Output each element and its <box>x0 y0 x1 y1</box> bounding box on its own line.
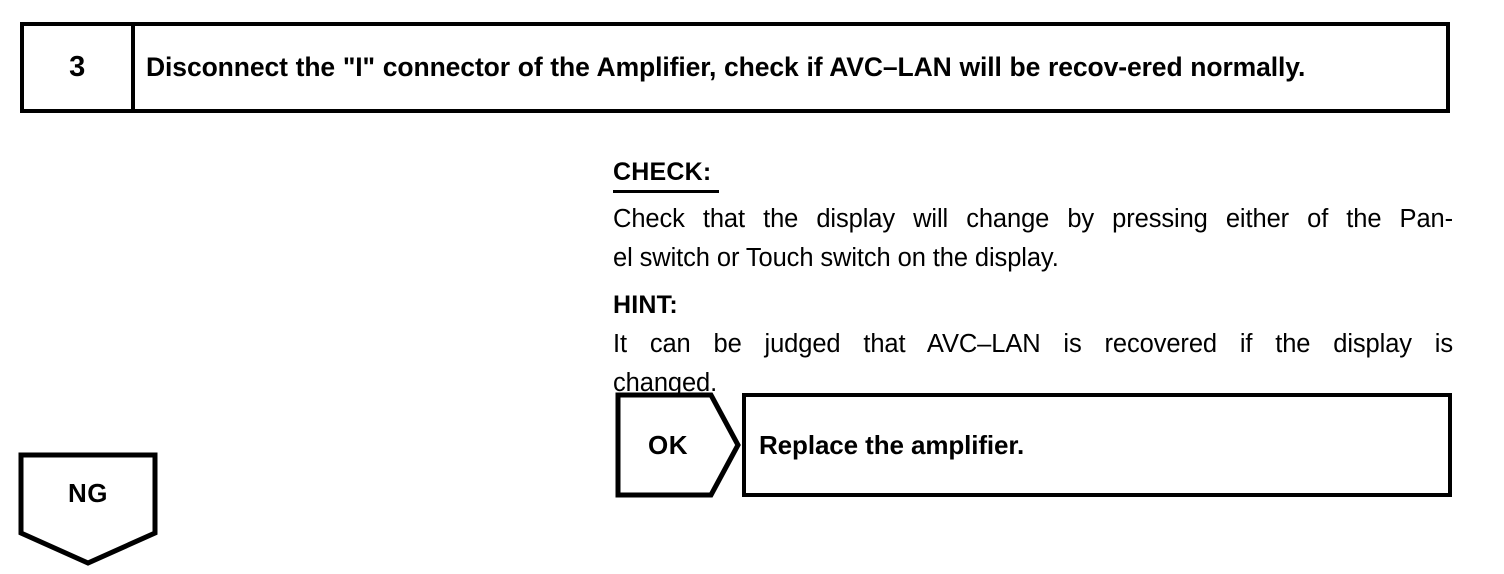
ok-result-text: Replace the amplifier. <box>759 429 1025 460</box>
step-instruction-text: Disconnect the "I" connector of the Ampl… <box>146 51 1306 82</box>
check-heading-row: CHECK: <box>613 157 1453 193</box>
step-instruction-cell: Disconnect the "I" connector of the Ampl… <box>135 26 1446 109</box>
hint-body-line-1: It can be judged that AVC–LAN is recover… <box>613 330 1453 358</box>
check-body-line-1: Check that the display will change by pr… <box>613 205 1453 233</box>
step-number-cell: 3 <box>24 26 135 109</box>
check-heading: CHECK: <box>613 157 720 193</box>
hint-heading: HINT: <box>613 291 678 319</box>
check-body-line-2: el switch or Touch switch on the display… <box>613 244 1059 272</box>
check-hint-block: CHECK: Check that the display will chang… <box>613 157 1453 403</box>
hint-body-line-2: changed. <box>613 369 718 397</box>
hint-body: It can be judged that AVC–LAN is recover… <box>613 325 1453 403</box>
check-body: Check that the display will change by pr… <box>613 200 1453 278</box>
ok-arrow-shape <box>615 392 741 498</box>
ok-result-box: Replace the amplifier. <box>742 393 1452 497</box>
ng-pentagon-shape <box>18 452 158 566</box>
step-number: 3 <box>69 51 86 83</box>
step-table: 3 Disconnect the "I" connector of the Am… <box>20 22 1450 113</box>
